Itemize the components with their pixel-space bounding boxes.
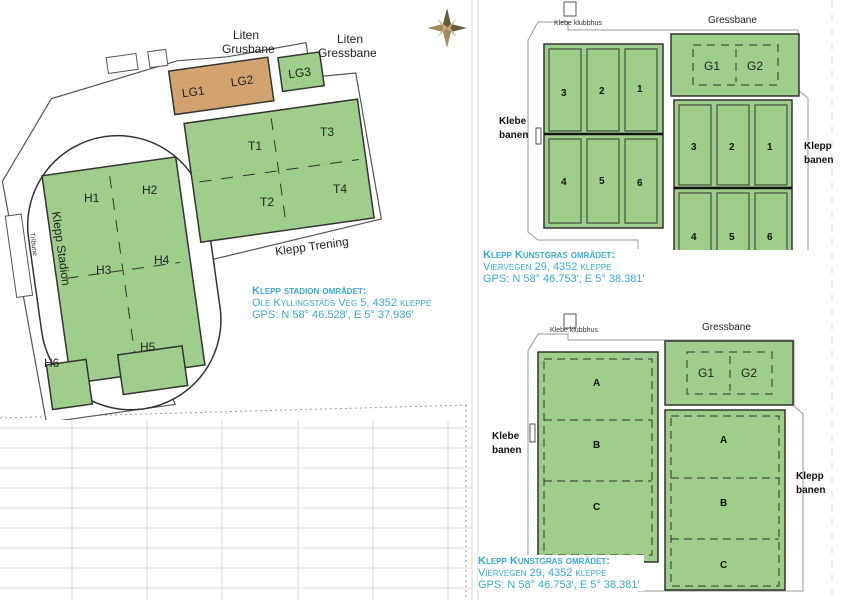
klepp-banen-field[interactable] — [673, 99, 793, 250]
klebe-banen-label-4: banen — [492, 445, 521, 456]
klebe-field-3-label: 3 — [561, 88, 567, 99]
compass-rose-icon — [427, 8, 467, 48]
klepp-banen-label-3: Klepp — [796, 471, 824, 482]
gressbane-label-2: Gressbane — [702, 322, 751, 333]
field-h5-label: H5 — [140, 340, 156, 354]
field-h3-label: H3 — [96, 263, 112, 277]
field-t2-label: T2 — [260, 195, 274, 209]
field-t4-label: T4 — [333, 182, 347, 196]
field-g2-label: G2 — [747, 59, 763, 73]
stadion-info-address: Ole Kyllingstads Veg 5, 4352 kleppe — [252, 297, 432, 309]
field-h5[interactable] — [116, 345, 189, 396]
field-gressbane-2[interactable] — [664, 340, 794, 406]
field-h2-label: H2 — [142, 183, 158, 197]
liten-grusbane-label-2: Grusbane — [222, 42, 275, 56]
field-h6[interactable] — [45, 358, 94, 411]
liten-gressbane-label-2: Gressbane — [318, 46, 377, 60]
klepp-field-1-label: 1 — [767, 142, 773, 153]
tribune-label: Tribune — [28, 232, 38, 256]
klebe-section-b-label: B — [593, 440, 600, 451]
kunstgras-map-numbered: Klebe klubbhus Gressbane G1 G2 3 2 1 4 5… — [499, 1, 833, 250]
gressbane-label: Gressbane — [708, 15, 757, 26]
field-lg3[interactable] — [277, 51, 326, 93]
field-lg1-lg2[interactable] — [167, 56, 275, 116]
field-t1-label: T1 — [248, 139, 262, 153]
klebe-field-1-label: 1 — [637, 84, 643, 95]
kunstgras-info-block-1: Klepp Kunstgras området: Viervegen 29, 4… — [483, 249, 649, 285]
kunstgras-info-block-2: Klepp Kunstgras området: Viervegen 29, 4… — [478, 555, 644, 591]
stadion-info-title: Klepp stadion området: — [252, 285, 367, 297]
stadion-info-block: Klepp stadion området: Ole Kyllingstads … — [252, 285, 431, 321]
field-h1-label: H1 — [84, 191, 100, 205]
klepp-banen-label-4: banen — [796, 485, 825, 496]
klebe-field-2-label: 2 — [599, 86, 605, 97]
klebe-section-a-label: A — [593, 378, 600, 389]
kunstgras-info-gps-1: GPS: N 58° 46.753', E 5° 38.381' — [483, 273, 645, 285]
klebe-banen-label-1: Klebe — [499, 116, 527, 127]
klebe-banen-label-2: banen — [499, 130, 528, 141]
klebe-field-4-label: 4 — [561, 177, 567, 188]
field-g1-label: G1 — [704, 59, 720, 73]
kunstgras-info-gps-2: GPS: N 58° 46.753', E 5° 38.381' — [478, 579, 640, 591]
field-h4-label: H4 — [154, 253, 170, 267]
kunstgras-info-title-1: Klepp Kunstgras området: — [483, 249, 615, 261]
klepp-banen-label-2: banen — [804, 155, 833, 166]
klebe-banen-label-3: Klebe — [492, 431, 520, 442]
klepp-section-a-label: A — [720, 435, 727, 446]
liten-gressbane-label-1: Liten — [337, 32, 363, 46]
kunstgras-info-address-2: Viervegen 29, 4352 kleppe — [478, 567, 607, 579]
field-lg3-label: LG3 — [287, 64, 312, 81]
tribune — [4, 213, 34, 299]
klubbhus-label: Klebe klubbhus — [554, 20, 602, 27]
stadion-info-gps: GPS: N 58° 46.528', E 5° 37.936' — [252, 309, 414, 321]
klepp-field-5-label: 5 — [729, 232, 735, 243]
field-lg2-label: LG2 — [230, 72, 255, 89]
klebe-field-6-label: 6 — [637, 178, 643, 189]
klepp-stadion-map: LG1 LG2 LG3 Liten Grusbane Liten Gressba… — [1, 8, 467, 420]
field-g2-label-2: G2 — [741, 366, 757, 380]
klebe-section-c-label: C — [593, 502, 600, 513]
liten-grusbane-label-1: Liten — [233, 28, 259, 42]
klubbhus-label-2: Klebe klubbhus — [550, 327, 598, 334]
field-h6-label: H6 — [44, 356, 60, 370]
klebe-field-5-label: 5 — [599, 176, 605, 187]
field-lg1-label: LG1 — [181, 83, 206, 100]
klepp-section-c-label: C — [720, 560, 727, 571]
kunstgras-map-lettered: Klebe klubbhus Gressbane G1 G2 A B C Kle… — [492, 313, 825, 592]
klepp-field-4-label: 4 — [691, 232, 697, 243]
field-t1-t4[interactable] — [183, 98, 375, 244]
klepp-section-b-label: B — [720, 498, 727, 509]
klepp-field-3-label: 3 — [691, 142, 697, 153]
klepp-field-2-label: 2 — [729, 142, 735, 153]
field-t3-label: T3 — [320, 125, 334, 139]
kunstgras-info-address-1: Viervegen 29, 4352 kleppe — [483, 261, 612, 273]
klebe-banen-field[interactable] — [543, 43, 664, 229]
kunstgras-info-title-2: Klepp Kunstgras området: — [478, 555, 610, 567]
field-gressbane[interactable] — [670, 33, 800, 97]
klepp-banen-field-2[interactable] — [664, 409, 786, 591]
klebe-banen-field-2[interactable] — [537, 351, 659, 563]
klepp-field-6-label: 6 — [767, 232, 773, 243]
klepp-banen-label-1: Klepp — [804, 141, 832, 152]
field-g1-label-2: G1 — [698, 366, 714, 380]
